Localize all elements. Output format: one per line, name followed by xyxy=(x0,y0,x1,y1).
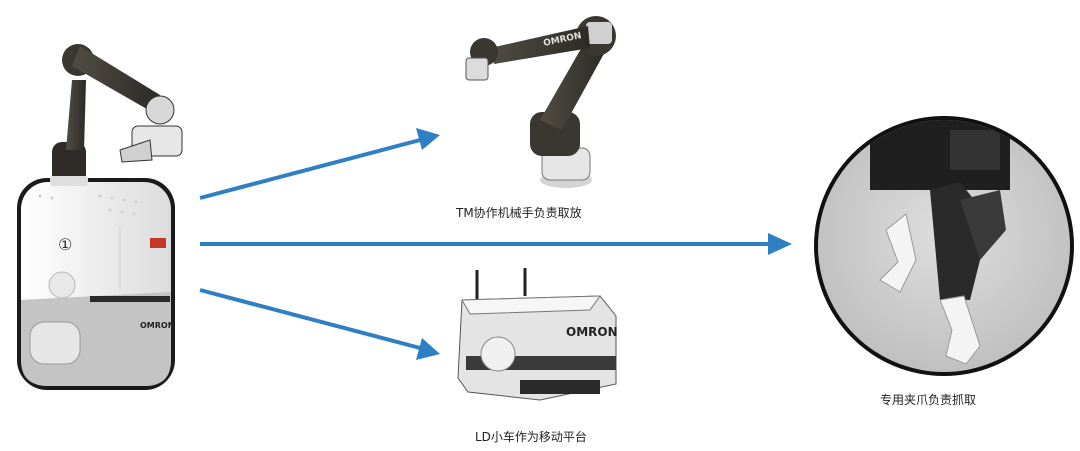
ld-base-illustration xyxy=(457,268,617,401)
arm-link-upper xyxy=(490,26,590,64)
robot-arm-link-1 xyxy=(66,80,86,150)
arrow-to-arm-head xyxy=(416,128,440,150)
arrow-to-base xyxy=(199,288,421,350)
robot-bumper xyxy=(29,321,81,365)
gripper-label: 专用夹爪负责抓取 xyxy=(880,393,977,407)
tm-arm-illustration xyxy=(465,16,616,188)
arrow-to-base-head xyxy=(416,338,440,360)
mobile-base-label: LD小车作为移动平台 xyxy=(475,430,587,444)
gripper-finger-right xyxy=(939,295,981,365)
gripper-finger-left xyxy=(879,213,917,293)
gripper-linkage xyxy=(960,190,1006,260)
robot-front-knob xyxy=(48,271,76,299)
ld-top xyxy=(461,295,601,315)
robot-dark-strip xyxy=(90,296,170,302)
robot-side-tag xyxy=(150,238,166,248)
gripper-illustration xyxy=(814,116,1074,376)
ld-logo: OMRON xyxy=(566,325,618,339)
arm-shoulder xyxy=(530,112,580,156)
robot-vent-dots xyxy=(38,194,138,216)
arm-link-lower xyxy=(540,40,606,130)
arm-label: TM协作机械手负责取放 xyxy=(456,206,582,220)
arm-tool-flange xyxy=(465,57,489,81)
arrow-to-gripper-head xyxy=(768,233,792,255)
robot-badge: ① xyxy=(58,235,72,254)
arrows xyxy=(199,128,792,360)
arrow-to-arm xyxy=(199,138,421,200)
robot-arm-link-2 xyxy=(72,46,160,112)
gripper-label-plate xyxy=(950,130,1000,170)
ld-round-panel xyxy=(480,336,516,372)
robot-arm-wrist xyxy=(145,95,175,125)
robot-logo: OMRON xyxy=(140,321,174,330)
robot-arm-ring xyxy=(50,176,88,186)
ld-lower-band xyxy=(520,380,600,394)
main-robot-illustration xyxy=(17,44,183,390)
robot-arm-base xyxy=(52,142,86,186)
robot-arm-finger xyxy=(119,139,153,163)
arm-elbow-cap xyxy=(586,22,612,44)
